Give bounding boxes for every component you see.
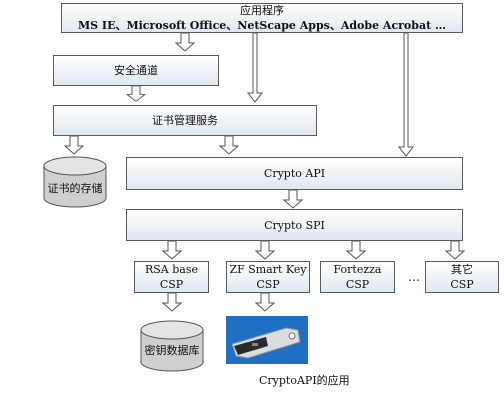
csp-rsa-suffix: CSP — [159, 278, 184, 291]
key-db-cylinder — [140, 320, 204, 372]
csp-zf-name: ZF Smart Key — [229, 263, 307, 276]
usb-smart-key-image — [226, 316, 308, 364]
key-db-label: 密钥数据库 — [144, 344, 200, 357]
secure-channel-box: 安全通道 — [53, 55, 219, 86]
csp-fortezza-box: Fortezza CSP — [320, 261, 395, 293]
cert-store-label: 证书的存储 — [47, 182, 103, 195]
arrow-api-to-spi — [283, 189, 303, 209]
csp-fortezza-suffix: CSP — [345, 278, 370, 291]
arrow-app-to-cryptoapi-right — [397, 32, 415, 157]
arrow-spi-to-fortezza — [346, 240, 366, 260]
crypto-api-box: Crypto API — [126, 157, 463, 190]
csp-rsa-name: RSA base — [144, 263, 198, 276]
cert-service-label: 证书管理服务 — [152, 114, 218, 127]
application-layer-box: 应用程序 MS IE、Microsoft Office、NetScape App… — [61, 3, 463, 33]
arrow-service-to-cryptoapi — [219, 135, 239, 155]
csp-zf-suffix: CSP — [256, 278, 280, 291]
csp-other-suffix: CSP — [450, 278, 474, 291]
secure-channel-label: 安全通道 — [114, 64, 158, 77]
csp-ellipsis: … — [408, 270, 420, 284]
application-layer-apps: MS IE、Microsoft Office、NetScape Apps、Ado… — [77, 19, 447, 32]
arrow-app-to-channel — [175, 32, 195, 52]
arrow-zf-to-usb — [255, 292, 275, 312]
cert-store-cylinder — [43, 156, 107, 208]
figure-caption: CryptoAPI的应用 — [259, 374, 350, 387]
arrow-channel-to-service — [126, 85, 146, 102]
arrow-service-to-store — [64, 135, 84, 155]
csp-zf-box: ZF Smart Key CSP — [226, 261, 310, 293]
crypto-api-label: Crypto API — [263, 167, 326, 180]
application-layer-title: 应用程序 — [240, 4, 284, 17]
arrow-app-to-cryptoapi — [246, 32, 264, 103]
arrow-spi-to-other — [445, 240, 465, 260]
arrow-rsa-to-keydb — [162, 292, 182, 312]
crypto-spi-label: Crypto SPI — [264, 218, 325, 232]
csp-other-name: 其它 — [451, 263, 473, 276]
csp-fortezza-name: Fortezza — [333, 263, 382, 276]
arrow-spi-to-rsa — [162, 240, 182, 260]
csp-other-box: 其它 CSP — [425, 261, 499, 293]
csp-rsa-box: RSA base CSP — [134, 261, 209, 293]
cert-service-box: 证书管理服务 — [53, 105, 317, 136]
arrow-spi-to-zf — [255, 240, 275, 260]
crypto-spi-box: Crypto SPI — [126, 209, 463, 241]
